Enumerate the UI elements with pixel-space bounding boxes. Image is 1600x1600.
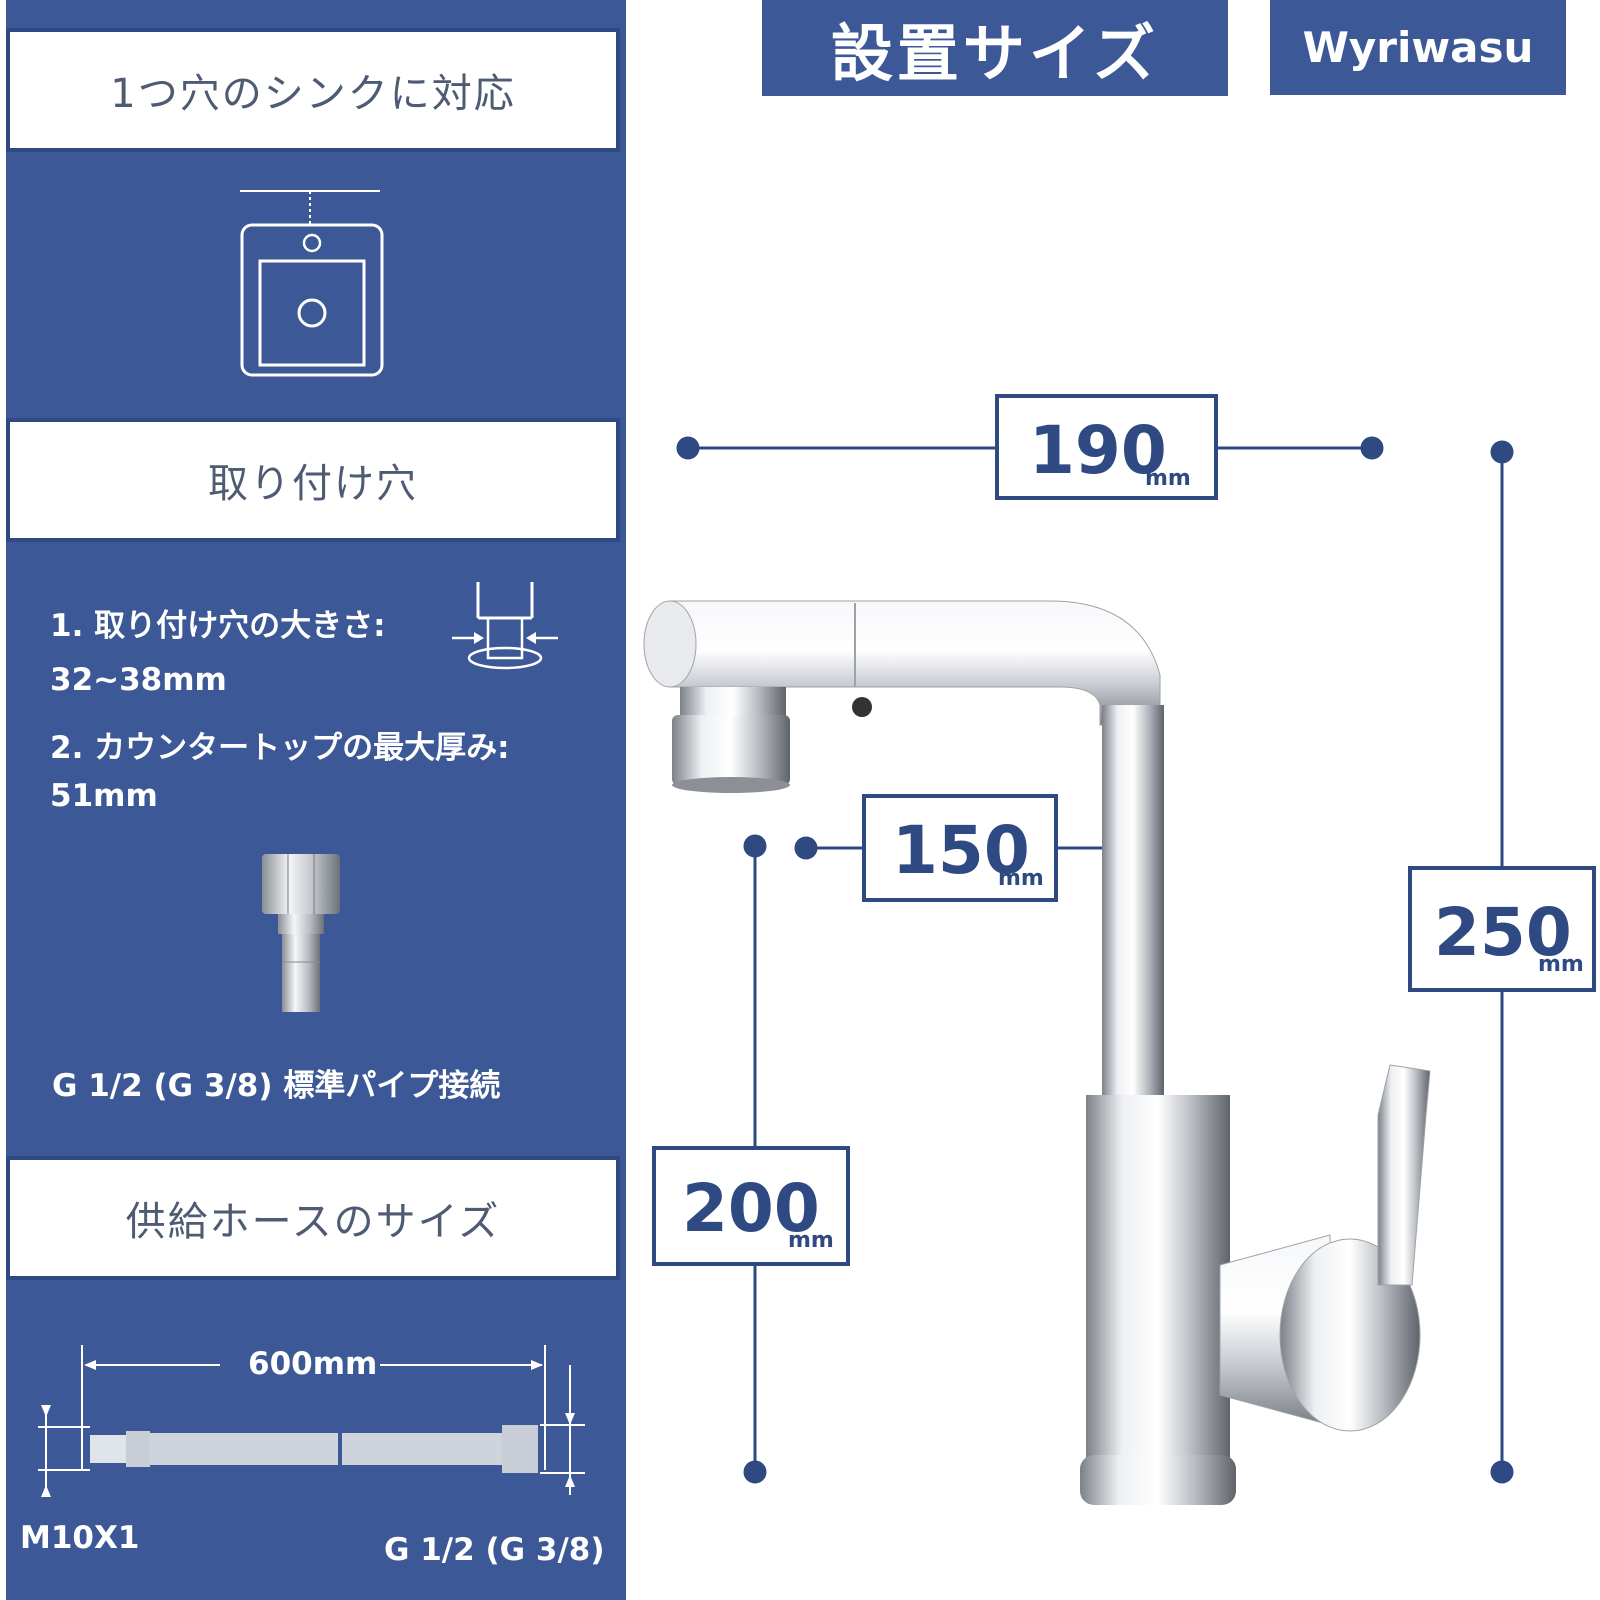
hose-section-title: 供給ホースのサイズ bbox=[6, 1156, 620, 1280]
single-hole-sink-icon bbox=[240, 190, 384, 377]
mounting-hole-icon bbox=[452, 582, 558, 670]
hose-right-end-label: G 1/2 (G 3/8) bbox=[384, 1532, 605, 1568]
hose-length-label: 600mm bbox=[248, 1346, 378, 1382]
width-dimension-unit: mm bbox=[1145, 466, 1191, 491]
reach-dimension-box: 150 mm bbox=[862, 794, 1058, 902]
spout-height-dimension-unit: mm bbox=[788, 1228, 834, 1253]
spout-height-dimension-box: 200 mm bbox=[652, 1146, 850, 1266]
pull-out-faucet-photo bbox=[643, 600, 1431, 1505]
pipe-connection-note: G 1/2 (G 3/8) 標準パイプ接続 bbox=[52, 1068, 501, 1104]
height-dimension-value: 250 bbox=[1434, 894, 1572, 971]
spout-height-dimension-value: 200 bbox=[682, 1170, 820, 1247]
countertop-value: 51mm bbox=[50, 778, 158, 814]
reach-dimension-value: 150 bbox=[892, 812, 1030, 889]
width-dimension-value: 190 bbox=[1029, 412, 1167, 489]
pipe-fitting-icon bbox=[262, 854, 340, 1012]
mounting-section-title: 取り付け穴 bbox=[6, 418, 620, 542]
width-dimension-box: 190 mm bbox=[995, 394, 1218, 500]
spec-panel bbox=[6, 0, 626, 1600]
hole-size-label: 1. 取り付け穴の大きさ: bbox=[50, 608, 386, 644]
hose-diagram bbox=[38, 1345, 585, 1497]
height-dimension-box: 250 mm bbox=[1408, 866, 1596, 992]
sink-section-title: 1つ穴のシンクに対応 bbox=[6, 28, 620, 152]
countertop-label: 2. カウンタートップの最大厚み: bbox=[50, 730, 510, 766]
reach-dimension-unit: mm bbox=[998, 866, 1044, 891]
hose-left-end-label: M10X1 bbox=[20, 1520, 140, 1556]
brand-logo: Wyriwasu bbox=[1270, 0, 1566, 95]
hole-size-value: 32~38mm bbox=[50, 662, 227, 698]
page-title: 設置サイズ bbox=[762, 0, 1228, 96]
height-dimension-unit: mm bbox=[1538, 952, 1584, 977]
